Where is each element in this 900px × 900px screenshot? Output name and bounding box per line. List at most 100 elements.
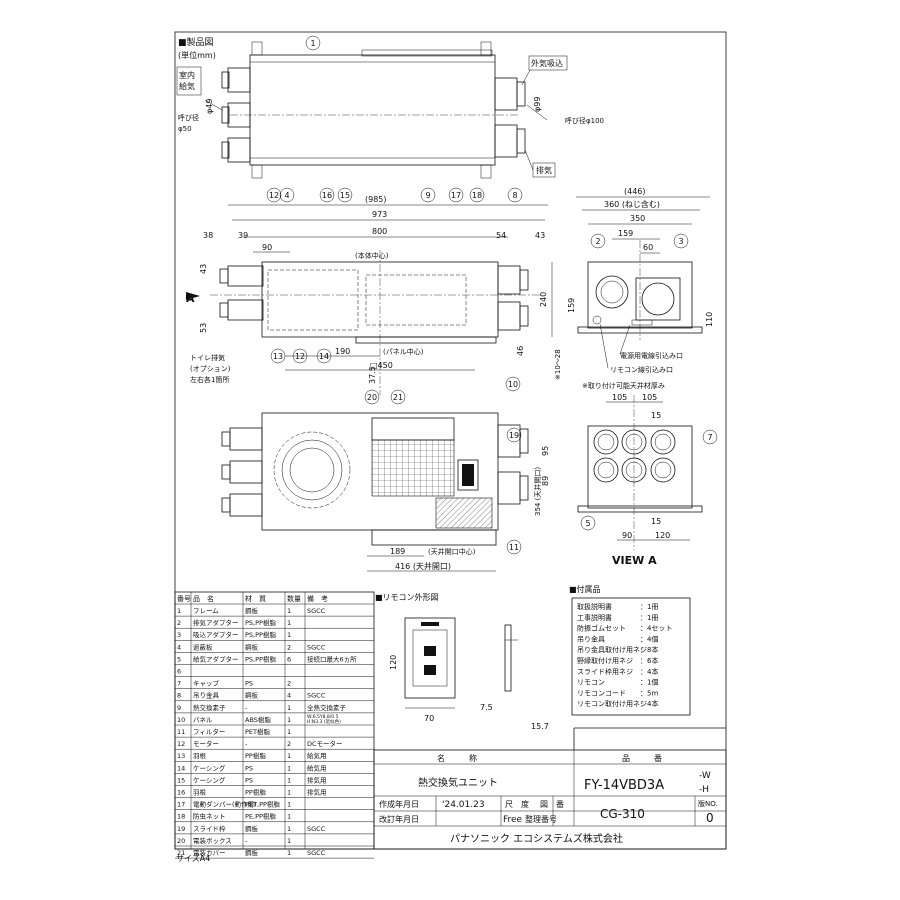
balloon-label-15: 15 [340,191,350,200]
accessory-name: 吊り金具 [577,634,605,643]
dim-973: 973 [372,210,387,219]
dim-46: 46 [516,346,525,356]
balloon-label-16: 16 [322,191,332,200]
parts-cell: 電装ボックス [193,836,232,845]
accessory-qty: ：6本 [640,656,658,665]
parts-cell: フィルター [193,727,225,736]
dim-89: 89 [541,476,550,486]
parts-cell: フレーム [193,607,219,615]
dim-43: 43 [535,231,545,240]
dim-240: 240 [539,292,548,307]
parts-cell: 1 [287,764,291,772]
parts-cell: 排気用 [307,788,327,797]
product-number: FY-14VBD3A [584,778,664,793]
label-indoor-supply: 室内給気 [179,70,195,91]
accessory-qty: ：4個 [640,634,658,643]
dim-38: 38 [203,231,213,240]
top-view: ■製品図 (単位mm) 室内給気 外気吸込 排気 φ49 φ99 [176,36,604,179]
dim-95: 95 [541,446,550,456]
accessory-qty: ：1冊 [640,603,658,611]
parts-cell: 鋼板 [245,642,259,651]
parts-cell: PS [245,776,253,784]
accessory-qty: ：8本 [640,645,658,654]
filter-hatch [435,497,493,529]
parts-cell: 給気用 [307,751,327,760]
balloon-15 [337,187,353,203]
balloon-label-4: 4 [284,191,289,200]
panel-center-label: (パネル中心) [383,347,424,356]
parts-cell: 11 [177,728,185,736]
section-remote-drawing: ■リモコン外形図 [375,592,439,602]
dim-phi-49: φ49 [205,99,214,114]
parts-cell: SGCC [307,607,326,615]
parts-cell: 給気アダプター [193,654,239,663]
parts-cell: 接続口最大6ヵ所 [307,654,357,663]
dim-350: 350 [630,214,645,223]
dim-105-right: 105 [642,393,657,402]
drawing-label: 図 番 [540,799,564,809]
view-a-title: VIEW A [612,554,657,567]
balloon-9 [420,187,436,203]
parts-cell: 1 [287,813,291,821]
dim-120-bottom: 120 [655,531,670,540]
parts-cell: 18 [177,813,185,821]
label-indoor-supply-box [176,66,202,96]
balloon-13 [270,348,286,364]
parts-cell: SGCC [307,643,326,651]
revision-label: 改訂年月日 [379,814,419,824]
top-view-body [249,54,496,166]
parts-header-2: 材 質 [245,594,266,603]
created-label: 作成年月日 [379,799,419,809]
parts-cell: PP樹脂 [245,788,266,797]
dim-189: 189 [390,547,405,556]
balloon-label-1: 1 [310,39,315,48]
side-view: A (985) 973 800 38 39 90 54 43 (本体中心) 43… [186,195,553,395]
accessory-qty: ：4本 [640,699,658,708]
parts-cell: 1 [287,631,291,639]
balloon-19 [506,427,522,443]
parts-cell: PS,PP樹脂 [245,654,276,663]
parts-cell: ケーシング [193,775,226,784]
dim-105-left: 105 [612,393,627,402]
balloon-label-8: 8 [512,191,517,200]
parts-cell: 鋼板 [245,606,259,615]
balloon-label-12: 12 [269,191,279,200]
drawing-number: CG-310 [600,807,645,821]
parts-cell: 1 [287,801,291,809]
parts-cell: モーター [193,739,219,748]
company-name: パナソニック エコシステムズ株式会社 [450,832,623,845]
accessory-name: 吊り金具取付け用ネジ [577,645,647,654]
accessory-name: 防振ゴムセット [577,624,626,633]
ceiling-center-label: (天井開口中心) [428,547,476,556]
edition-value: 0 [706,811,714,825]
edition-label: 版NO. [698,799,718,808]
dim-416: 416 (天井開口) [395,561,451,571]
balloon-1 [305,35,321,51]
accessory-name: リモコン [577,679,605,687]
note-remote-inlet: リモコン線引込み口 [610,365,673,374]
accessories: ■付属品 取扱説明書：1冊工事説明書：1冊防振ゴムセット：4セット吊り金具：4個… [569,584,691,716]
dim-800: 800 [372,227,387,236]
parts-cell: 1 [287,704,291,712]
parts-cell: 4 [287,692,291,700]
parts-cell: PE,PP樹脂 [245,812,276,821]
parts-cell: 1 [287,716,291,724]
parts-header-3: 数量 [287,594,301,603]
parts-cell: PET樹脂 [245,727,270,736]
parts-cell: 9 [177,704,181,712]
accessory-name: リモコンコード [577,689,626,697]
remote-side [504,624,512,692]
parts-cell: SGCC [307,692,326,700]
parts-cell: 遮蔽板 [193,642,213,651]
balloon-16 [319,187,335,203]
note-thickness: ※取り付け可能天井材厚み [582,381,665,390]
parts-cell: 羽根 [193,788,207,797]
parts-header-1: 品 名 [193,594,214,603]
parts-cell: 2 [177,619,181,627]
